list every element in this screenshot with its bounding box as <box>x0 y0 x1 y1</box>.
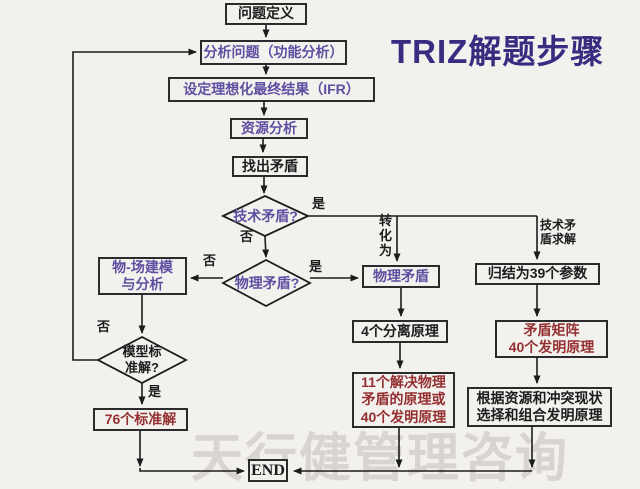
node-find-contradictions: 找出矛盾 <box>232 156 308 177</box>
node-end: END <box>248 459 288 482</box>
tech-solve-line2: 盾求解 <box>540 231 577 246</box>
label-yes-model: 是 <box>148 384 162 399</box>
label-no-tech: 否 <box>240 229 254 244</box>
node-physical-contradiction: 物理矛盾 <box>362 265 440 288</box>
node-contradiction-matrix: 矛盾矩阵 40个发明原理 <box>495 320 608 358</box>
node-resource-analysis: 资源分析 <box>230 118 308 139</box>
tech-solve-line1: 技术矛 <box>540 218 577 232</box>
diamond-physical-contradiction: 物理矛盾? <box>234 275 300 291</box>
label-yes-tech: 是 <box>312 196 326 211</box>
label-transform-into: 转化为 <box>379 213 393 258</box>
su-field-line2: 与分析 <box>121 276 164 292</box>
node-su-field-modeling: 物-场建模 与分析 <box>98 257 187 295</box>
label-yes-phys: 是 <box>309 259 323 274</box>
node-set-ifr: 设定理想化最终结果（IFR） <box>168 77 375 102</box>
node-76-standard-solutions: 76个标准解 <box>93 408 188 431</box>
principles-line1: 11个解决物理 <box>361 374 446 391</box>
diamond-tech-contradiction: 技术矛盾? <box>233 208 298 224</box>
label-tech-solve: 技术矛 盾求解 <box>540 218 577 247</box>
su-field-line1: 物-场建模 <box>112 258 173 275</box>
page-title: TRIZ解题步骤 <box>391 33 605 70</box>
node-4-separation-principles: 4个分离原理 <box>352 320 448 343</box>
model-std-line2: 准解? <box>125 359 159 375</box>
node-analyze-problem: 分析问题（功能分析） <box>200 40 347 65</box>
principles-line2: 矛盾的原理或 <box>361 391 446 408</box>
label-no-phys: 否 <box>203 253 217 268</box>
matrix-line2: 40个发明原理 <box>508 339 595 355</box>
select-line1: 根据资源和冲突现状 <box>476 389 603 406</box>
principles-line3: 40个发明原理 <box>360 408 447 425</box>
node-problem-definition: 问题定义 <box>225 3 307 25</box>
node-select-combine-principles: 根据资源和冲突现状 选择和组合发明原理 <box>467 387 612 427</box>
matrix-line1: 矛盾矩阵 <box>523 321 580 338</box>
diamond-model-standard-solution: 模型标 准解? <box>104 344 180 375</box>
label-no-model: 否 <box>97 319 111 334</box>
model-std-line1: 模型标 <box>122 344 162 359</box>
node-11-or-40-principles: 11个解决物理 矛盾的原理或 40个发明原理 <box>352 372 455 428</box>
node-39-parameters: 归结为39个参数 <box>475 263 600 285</box>
select-line2: 选择和组合发明原理 <box>476 407 603 423</box>
